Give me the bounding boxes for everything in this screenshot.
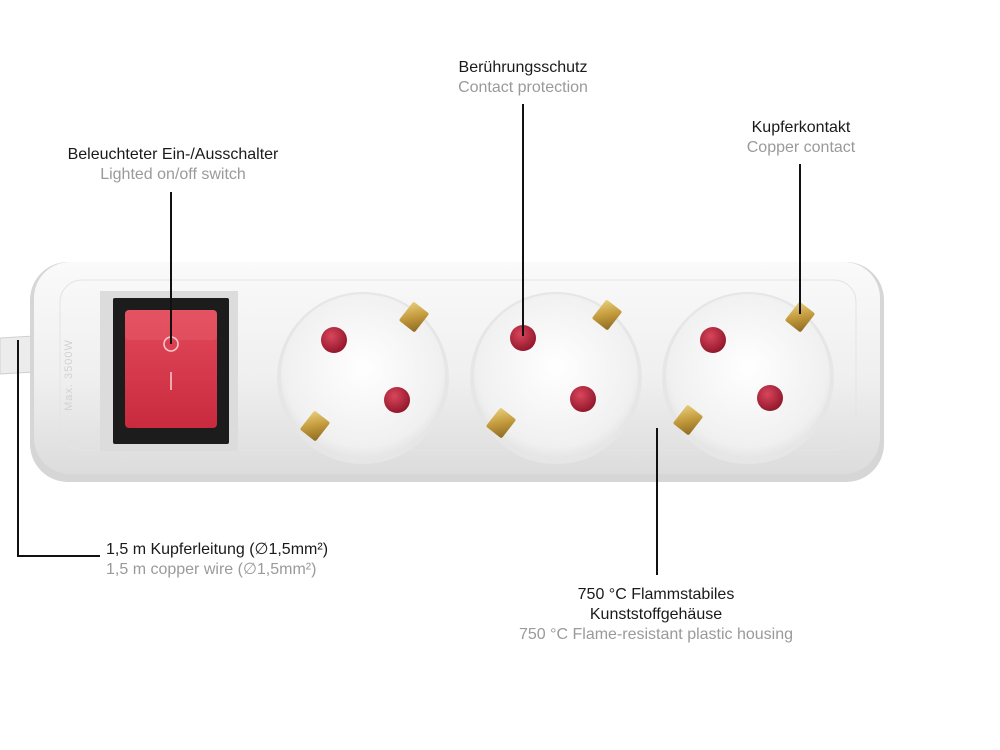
contact-pin-hole: [570, 386, 596, 412]
callout-protection: Berührungsschutz Contact protection: [423, 58, 623, 98]
callout-switch-de: Beleuchteter Ein-/Ausschalter: [67, 146, 279, 163]
callout-switch: Beleuchteter Ein-/Ausschalter Lighted on…: [58, 145, 288, 185]
copper-contact-icon: [785, 302, 815, 332]
socket-2[interactable]: [470, 292, 642, 464]
contact-pin-hole: [384, 387, 410, 413]
callout-copper: Kupferkontakt Copper contact: [711, 118, 891, 158]
callout-wire-de: 1,5 m Kupferleitung (∅1,5mm²): [106, 541, 329, 558]
callout-protection-de: Berührungsschutz: [458, 59, 588, 76]
contact-pin-hole: [510, 325, 536, 351]
callout-copper-en: Copper contact: [746, 139, 856, 156]
callout-housing-en: 750 °C Flame-resistant plastic housing: [518, 626, 794, 643]
callout-wire: 1,5 m Kupferleitung (∅1,5mm²) 1,5 m copp…: [106, 540, 406, 580]
copper-contact-icon: [300, 411, 330, 441]
callout-wire-en: 1,5 m copper wire (∅1,5mm²): [106, 561, 317, 578]
callout-housing-de-line2: Kunststoffgehäuse: [589, 606, 723, 623]
callout-copper-de: Kupferkontakt: [751, 119, 851, 136]
copper-contact-icon: [592, 300, 622, 330]
callout-switch-en: Lighted on/off switch: [100, 166, 246, 183]
contact-pin-hole: [700, 327, 726, 353]
contact-pin-hole: [321, 327, 347, 353]
copper-contact-icon: [399, 302, 429, 332]
rating-imprint: Max. 3500W: [63, 339, 75, 411]
contact-pin-hole: [757, 385, 783, 411]
callout-lines: [17, 104, 801, 575]
copper-contact-icon: [673, 405, 703, 435]
socket-1[interactable]: [277, 292, 449, 464]
plastic-housing: [30, 262, 884, 482]
lighted-switch[interactable]: [100, 291, 238, 451]
callout-protection-en: Contact protection: [458, 79, 588, 96]
callout-housing-de-line1: 750 °C Flammstabiles: [577, 586, 735, 603]
callout-housing: 750 °C Flammstabiles Kunststoffgehäuse 7…: [486, 585, 826, 645]
copper-contact-icon: [486, 408, 516, 438]
socket-3[interactable]: [662, 292, 834, 464]
